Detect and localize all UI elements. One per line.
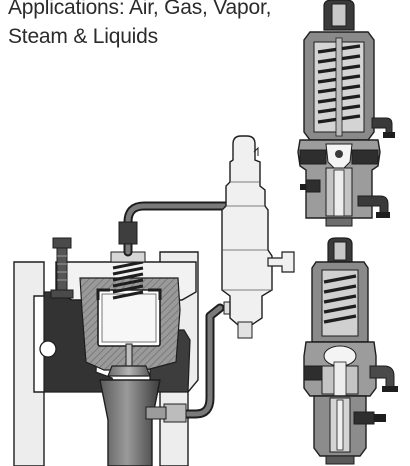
flange-stud-bolt	[50, 237, 74, 299]
applications-caption: Applications: Air, Gas, Vapor, Steam & L…	[8, 0, 278, 51]
piston-spring	[112, 260, 144, 300]
main-valve	[13, 237, 199, 466]
tube-fitting-bottom	[163, 403, 187, 423]
pilot-cutaway-upper	[297, 0, 395, 227]
caption-line-1: Applications: Air, Gas, Vapor,	[8, 0, 272, 19]
pilot-cutaway-lower	[303, 237, 398, 465]
pilot-valve-exterior	[221, 135, 295, 339]
pilot-sensing-tubing	[123, 201, 233, 419]
caption-line-2: Steam & Liquids	[8, 25, 158, 48]
tube-fitting-top	[118, 221, 138, 245]
